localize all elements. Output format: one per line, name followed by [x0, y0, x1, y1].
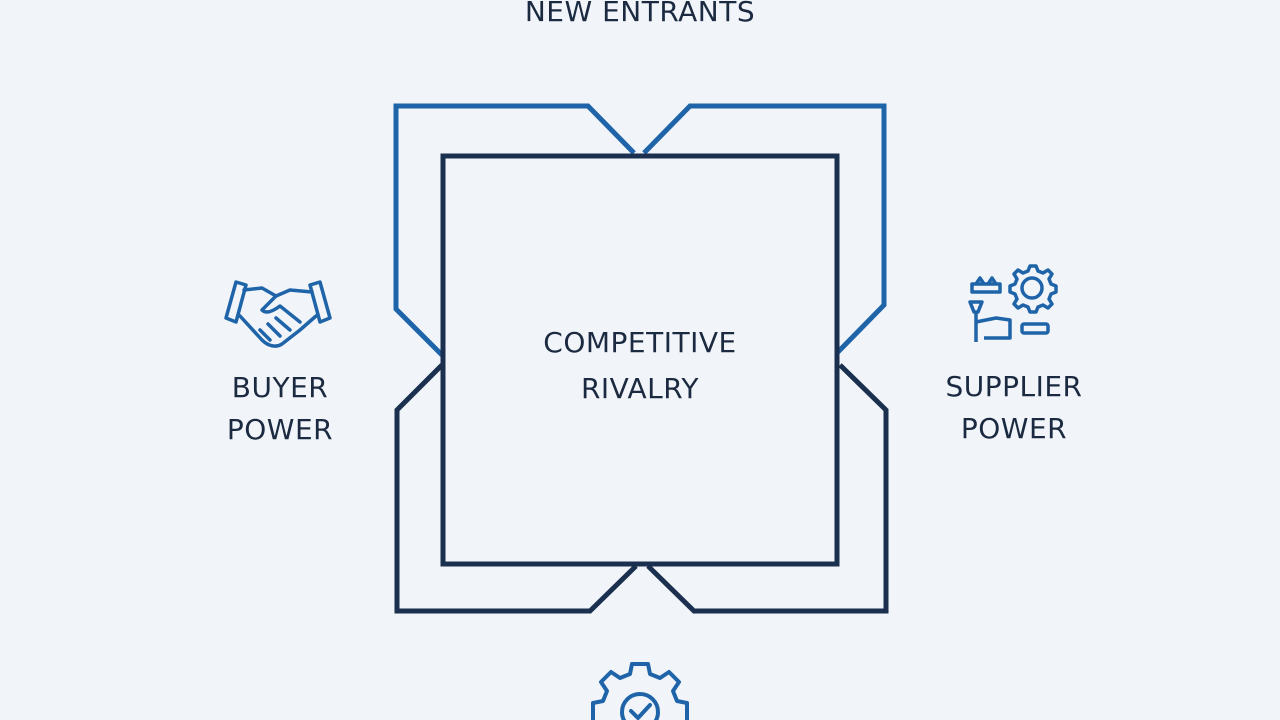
- gear-check-icon: [591, 662, 689, 720]
- supplier-label-line-1: SUPPLIER: [945, 370, 1083, 403]
- supplier-power-label: SUPPLIER POWER: [914, 366, 1114, 450]
- supplier-label-line-2: POWER: [960, 412, 1068, 445]
- new-entrants-label: NEW ENTRANTS: [524, 0, 756, 28]
- substitutes-frame: [394, 363, 889, 614]
- buyer-label-line-1: BUYER: [231, 371, 329, 404]
- center-label-line-1: COMPETITIVE: [543, 326, 737, 359]
- buyer-power-label: BUYER POWER: [180, 367, 380, 451]
- center-label-line-2: RIVALRY: [580, 372, 700, 405]
- new-entrants-frame: [393, 103, 887, 357]
- competitive-rivalry-box: [440, 153, 840, 567]
- supply-chain-gear-icon: [968, 264, 1058, 342]
- buyer-label-line-2: POWER: [226, 413, 334, 446]
- handshake-icon: [224, 280, 332, 348]
- competitive-rivalry-label: COMPETITIVE RIVALRY: [442, 320, 838, 412]
